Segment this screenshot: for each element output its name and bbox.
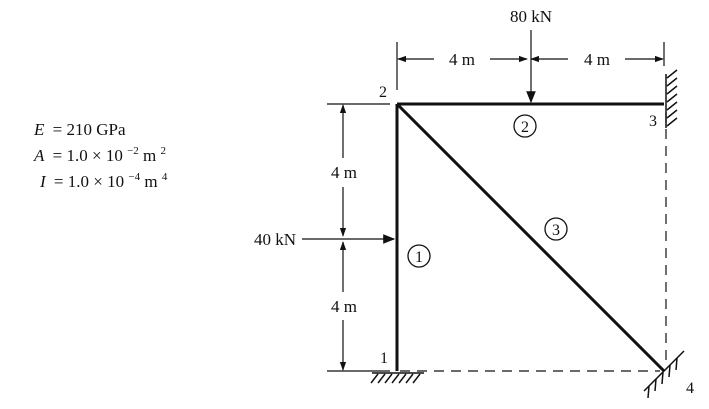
element-label-1-circle bbox=[407, 244, 431, 268]
load-label-vertical: 80 kN bbox=[510, 7, 552, 26]
element-label-3: 3 bbox=[552, 222, 560, 239]
support-node-3 bbox=[665, 69, 678, 128]
property-I-unit-exponent: 4 bbox=[162, 171, 168, 183]
property-A-unit: m bbox=[143, 146, 156, 165]
node-label-2: 2 bbox=[379, 84, 387, 101]
property-A-symbol: A bbox=[33, 146, 45, 165]
dim-top-left-label: 4 m bbox=[449, 50, 475, 69]
support-node-4 bbox=[643, 350, 685, 399]
property-E-value: = 210 GPa bbox=[53, 120, 126, 139]
node-label-4: 4 bbox=[686, 380, 694, 397]
property-E-symbol: E bbox=[33, 120, 45, 139]
support-4-base bbox=[643, 350, 685, 392]
dim-top-right-label: 4 m bbox=[584, 50, 610, 69]
property-A: A = 1.0 × 10 −2 m 2 bbox=[33, 139, 166, 165]
support-1-hatch bbox=[370, 373, 379, 384]
node-label-1: 1 bbox=[380, 350, 388, 367]
support-4-hatch bbox=[661, 371, 664, 385]
support-node-1 bbox=[370, 372, 424, 384]
support-1-hatch bbox=[398, 373, 407, 384]
property-I: I = 1.0 × 10 −4 m 4 bbox=[39, 165, 168, 191]
support-4-hatch bbox=[675, 357, 678, 371]
property-A-value: = 1.0 × 10 bbox=[53, 146, 123, 165]
support-3-hatch bbox=[666, 85, 678, 95]
support-3-hatch bbox=[666, 109, 678, 119]
support-3-hatch bbox=[666, 93, 678, 103]
element-label-2-circle bbox=[513, 114, 537, 138]
node-label-3: 3 bbox=[649, 113, 657, 130]
dim-left-lower-label: 4 m bbox=[331, 297, 357, 316]
support-1-hatch bbox=[405, 373, 414, 384]
support-3-hatch bbox=[666, 77, 678, 87]
property-A-unit-exponent: 2 bbox=[161, 145, 167, 157]
property-I-value: = 1.0 × 10 bbox=[54, 172, 124, 191]
support-1-hatch bbox=[384, 373, 393, 384]
support-1-hatch bbox=[377, 373, 386, 384]
element-label-1: 1 bbox=[415, 249, 423, 266]
support-1-hatch bbox=[391, 373, 400, 384]
property-I-unit: m bbox=[144, 172, 157, 191]
property-I-exponent: −4 bbox=[128, 171, 140, 183]
property-A-exponent: −2 bbox=[127, 145, 139, 157]
property-E: E = 210 GPa bbox=[33, 120, 126, 139]
element-label-3-circle bbox=[544, 217, 568, 241]
member-3-diagonal bbox=[395, 102, 666, 373]
load-label-horizontal: 40 kN bbox=[254, 230, 296, 249]
dim-left-upper-label: 4 m bbox=[331, 163, 357, 182]
element-label-2: 2 bbox=[521, 119, 529, 136]
support-4-hatch bbox=[647, 385, 650, 399]
support-3-hatch bbox=[666, 117, 678, 127]
support-4-hatch bbox=[668, 364, 671, 378]
support-3-hatch bbox=[666, 69, 678, 79]
support-3-hatch bbox=[666, 101, 678, 111]
support-1-hatch bbox=[412, 373, 421, 384]
property-I-symbol: I bbox=[39, 172, 47, 191]
support-4-hatch bbox=[654, 378, 657, 392]
